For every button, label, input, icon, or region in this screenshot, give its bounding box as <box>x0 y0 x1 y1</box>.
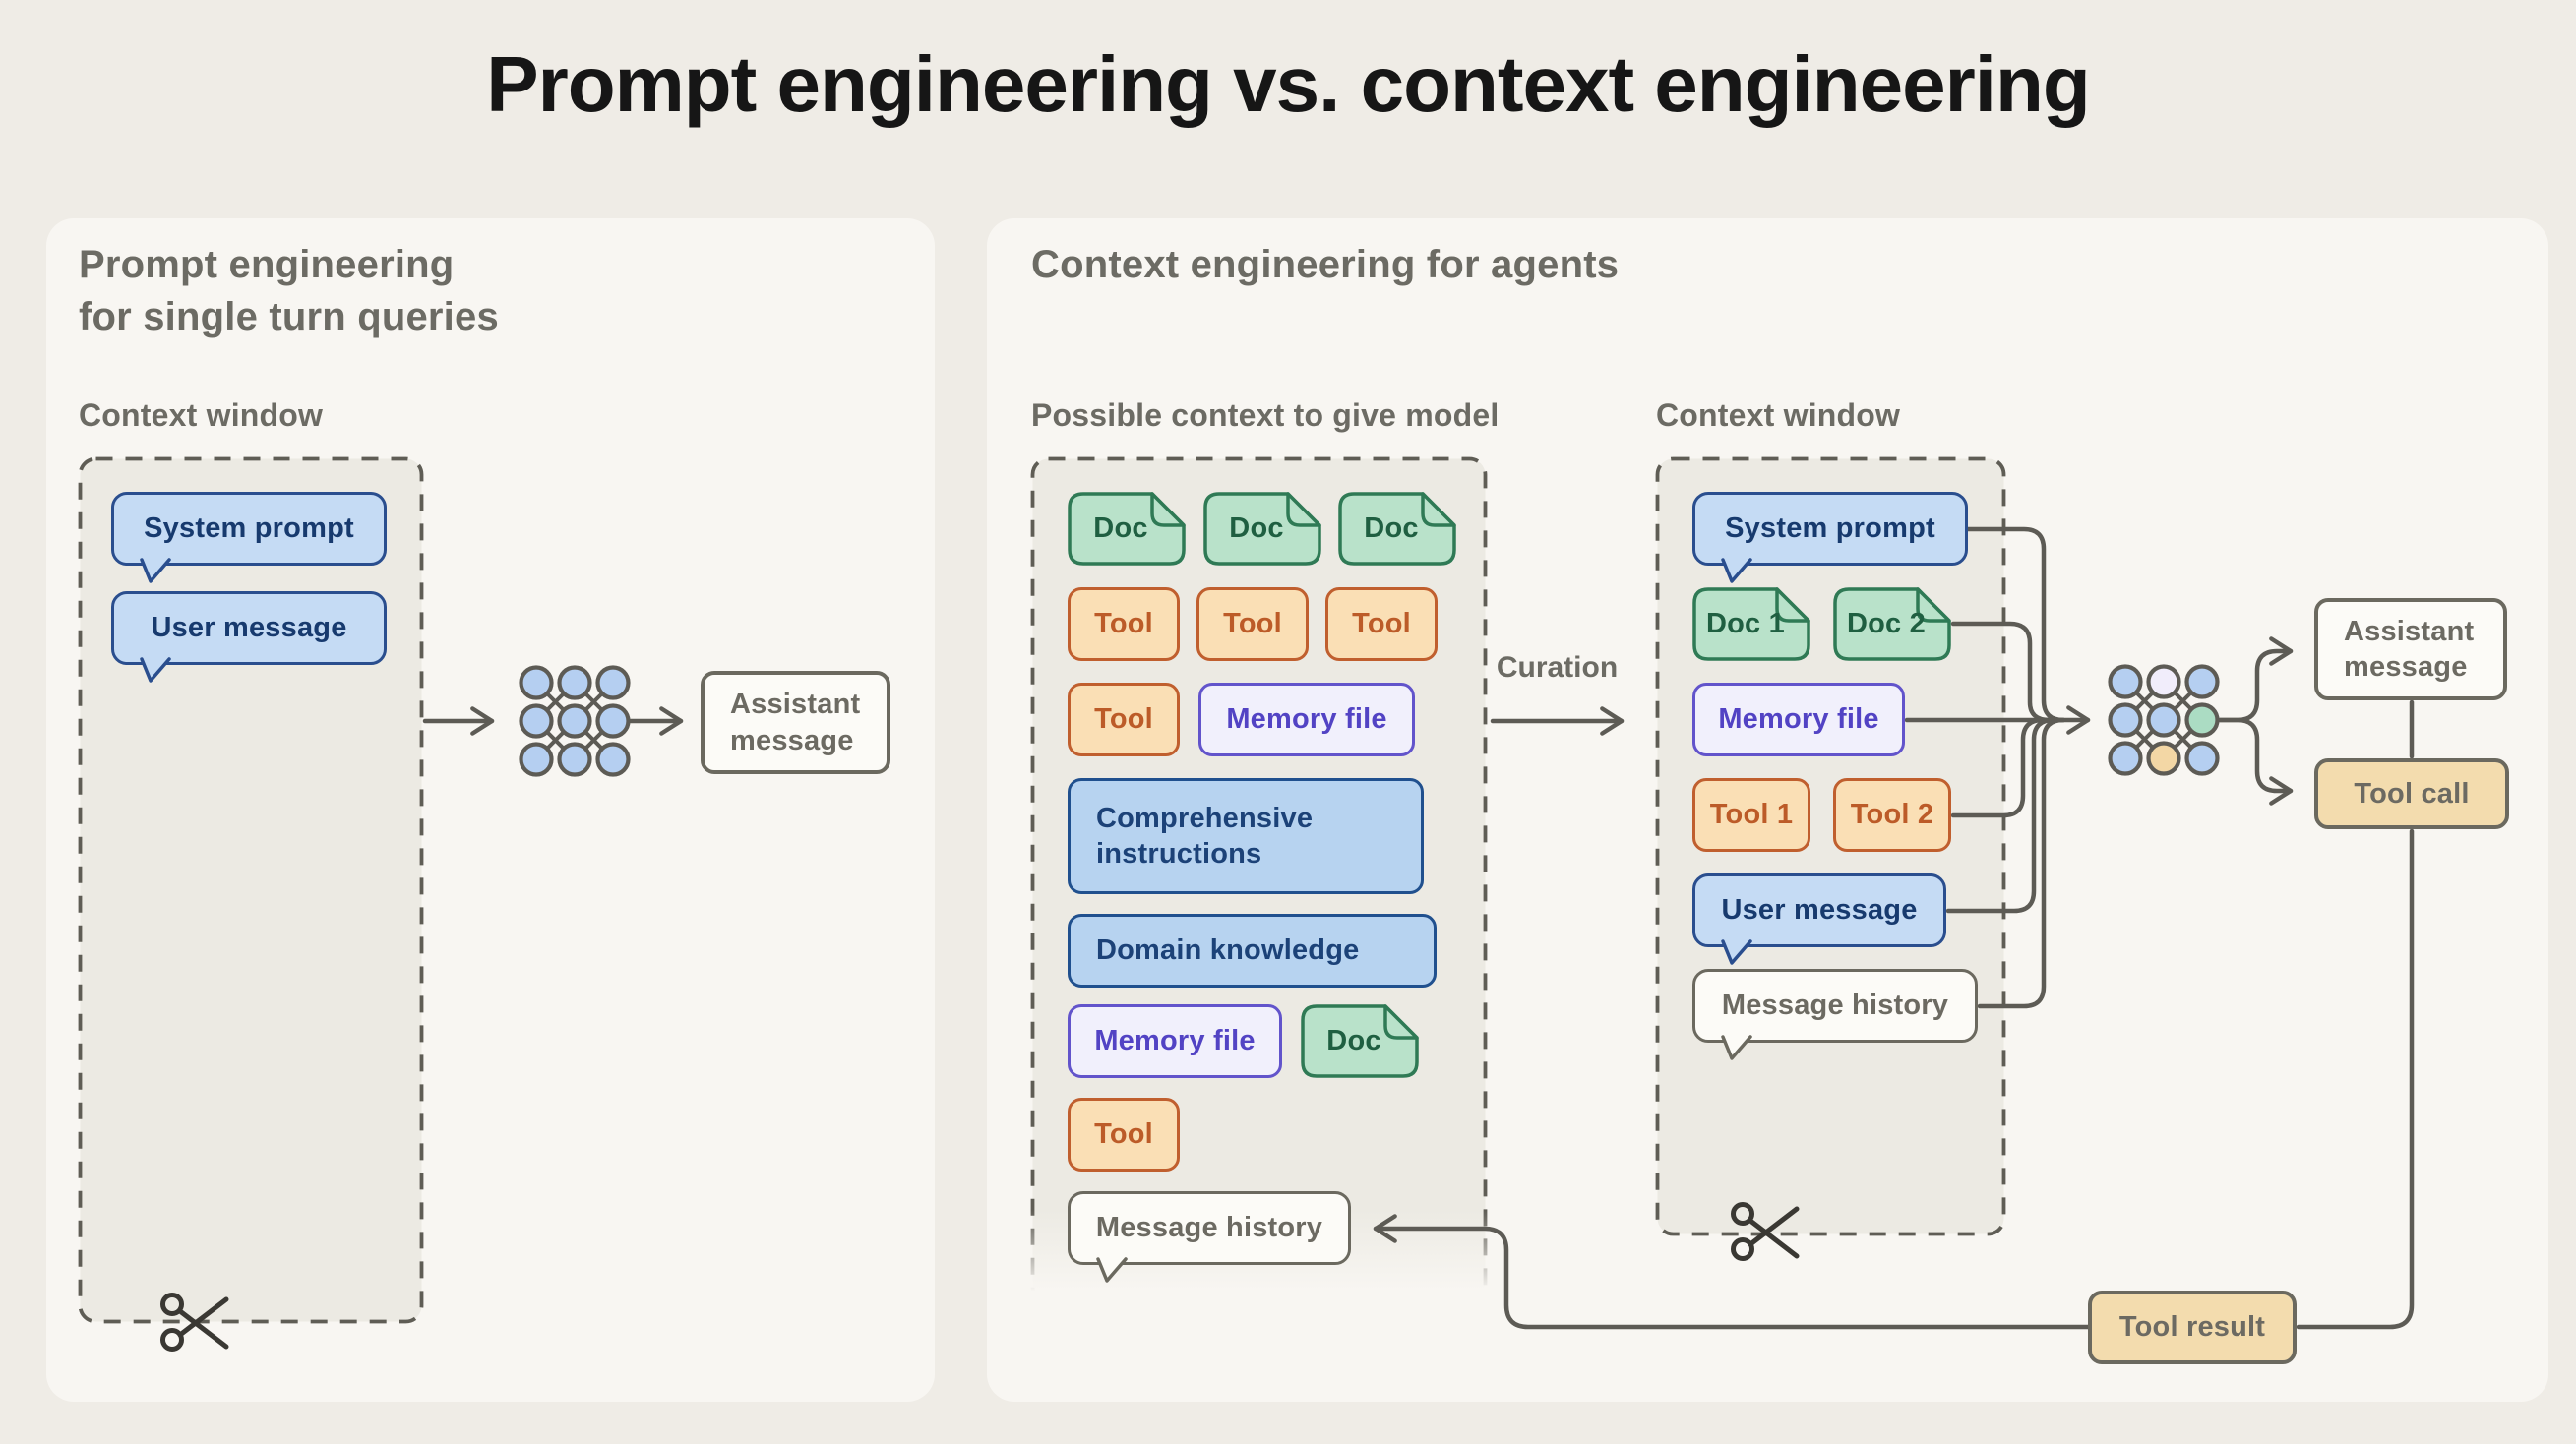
system-prompt-label: System prompt <box>1725 512 1935 545</box>
doc-2-label: Doc 2 <box>1847 608 1926 640</box>
tool-label: Tool <box>1094 703 1153 736</box>
doc-1-box: Doc 1 <box>1692 587 1810 661</box>
doc-label: Doc <box>1326 1025 1381 1057</box>
left-context-window-label: Context window <box>79 397 324 433</box>
document-icon <box>1338 492 1456 566</box>
bubble-tail <box>1096 1257 1128 1283</box>
comprehensive-instructions-box: Comprehensive instructions <box>1068 778 1424 894</box>
message-history-label: Message history <box>1095 1212 1323 1244</box>
doc-label: Doc <box>1364 512 1419 545</box>
doc-2-box: Doc 2 <box>1833 587 1951 661</box>
tool-label: Tool <box>1094 1118 1153 1151</box>
tool-1-box: Tool 1 <box>1692 778 1810 852</box>
message-history-box-possible: Message history <box>1068 1191 1351 1283</box>
doc-label: Doc <box>1093 512 1148 545</box>
message-history-box-right: Message history <box>1692 969 1978 1060</box>
page-title: Prompt engineering vs. context engineeri… <box>486 40 2090 128</box>
user-message-label: User message <box>1721 894 1918 927</box>
system-prompt-box-right: System prompt <box>1692 492 1968 583</box>
document-icon <box>1301 1004 1419 1078</box>
possible-context-label: Possible context to give model <box>1031 397 1500 433</box>
tool-call-box: Tool call <box>2314 758 2509 829</box>
tool-result-label: Tool result <box>2118 1311 2266 1344</box>
doc-1-label: Doc 1 <box>1706 608 1785 640</box>
curation-label: Curation <box>1496 651 1619 684</box>
domain-knowledge-label: Domain knowledge <box>1096 934 1360 967</box>
assistant-message-label: Assistant message <box>2344 615 2475 683</box>
memory-file-label: Memory file <box>1094 1025 1256 1057</box>
memory-file-box-right: Memory file <box>1692 683 1905 756</box>
tool-label: Tool <box>1223 608 1282 640</box>
assistant-message-box-right: Assistant message <box>2314 598 2507 700</box>
bubble-tail <box>140 657 171 683</box>
tool-label: Tool <box>1352 608 1411 640</box>
assistant-message-box-left: Assistant message <box>701 671 890 774</box>
doc-box: Doc <box>1338 492 1456 566</box>
context-window-box-left <box>78 456 424 1324</box>
memory-file-label: Memory file <box>1718 703 1879 736</box>
memory-file-box: Memory file <box>1198 683 1415 756</box>
tool-box: Tool <box>1325 587 1438 661</box>
left-panel-heading: Prompt engineering for single turn queri… <box>79 239 499 343</box>
system-prompt-label: System prompt <box>144 512 354 545</box>
tool-call-label: Tool call <box>2354 777 2470 810</box>
left-panel-heading-line2: for single turn queries <box>79 295 499 339</box>
doc-box: Doc <box>1301 1004 1419 1078</box>
tool-2-label: Tool 2 <box>1850 799 1934 831</box>
memory-file-label: Memory file <box>1226 703 1387 736</box>
bubble-tail <box>1721 558 1752 583</box>
left-panel-heading-line1: Prompt engineering <box>79 243 455 286</box>
tool-1-label: Tool 1 <box>1709 799 1794 831</box>
tool-label: Tool <box>1094 608 1153 640</box>
doc-box: Doc <box>1068 492 1186 566</box>
document-icon <box>1833 587 1951 661</box>
doc-box: Doc <box>1203 492 1321 566</box>
doc-label: Doc <box>1229 512 1284 545</box>
message-history-label: Message history <box>1721 990 1949 1022</box>
comprehensive-instructions-label: Comprehensive instructions <box>1096 802 1314 870</box>
bubble-tail <box>1721 939 1752 965</box>
document-icon <box>1203 492 1321 566</box>
tool-box: Tool <box>1068 587 1180 661</box>
right-context-window-label: Context window <box>1656 397 1901 433</box>
domain-knowledge-box: Domain knowledge <box>1068 914 1437 988</box>
user-message-box-right: User message <box>1692 873 1946 965</box>
bubble-tail <box>140 558 171 583</box>
tool-box: Tool <box>1068 1098 1180 1172</box>
tool-box: Tool <box>1068 683 1180 756</box>
assistant-message-label: Assistant message <box>730 689 861 756</box>
right-panel-heading: Context engineering for agents <box>1031 243 1620 286</box>
document-icon <box>1068 492 1186 566</box>
tool-box: Tool <box>1196 587 1309 661</box>
user-message-label: User message <box>151 612 347 644</box>
bubble-tail <box>1721 1035 1752 1060</box>
tool-result-box: Tool result <box>2088 1291 2297 1364</box>
document-icon <box>1692 587 1810 661</box>
system-prompt-box-left: System prompt <box>111 492 387 583</box>
tool-2-box: Tool 2 <box>1833 778 1951 852</box>
memory-file-box: Memory file <box>1068 1004 1282 1078</box>
user-message-box-left: User message <box>111 591 387 683</box>
